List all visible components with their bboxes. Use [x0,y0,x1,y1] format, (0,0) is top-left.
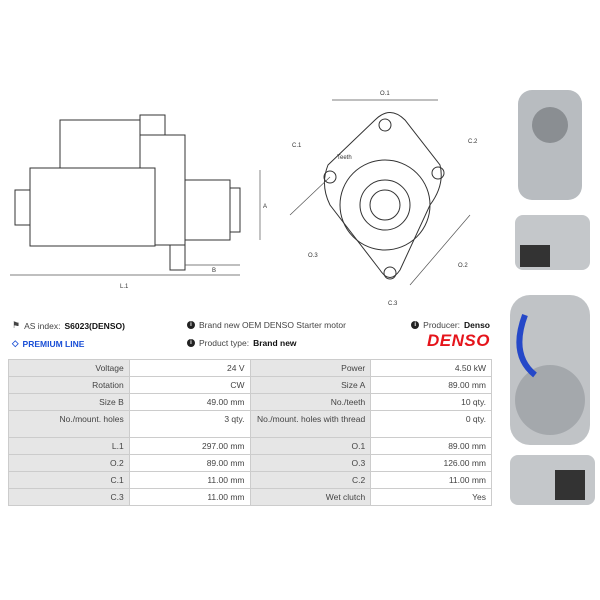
spec-label: Size B [8,393,130,411]
spec-label: C.2 [249,471,372,489]
spec-label: L.1 [8,437,130,455]
spec-label: O.2 [8,454,130,472]
spec-label: No./mount. holes with thread [249,410,372,438]
label-o2: O.2 [458,263,468,269]
spec-value: 89.00 mm [370,376,492,394]
spec-value: 3 qty. [128,410,251,438]
spec-label: Size A [249,376,372,394]
spec-value: 89.00 mm [128,454,251,472]
spec-value: 11.00 mm [128,471,251,489]
as-index: ⚑ AS index: S6023(DENSO) [12,320,125,331]
spec-label: No./mount. holes [8,410,130,438]
front-view-diagram: O.1 C.1 C.2 Teeth O.3 O.2 C.3 [289,91,478,307]
description: i Brand new OEM DENSO Starter motor [187,320,346,330]
label-l1: L.1 [120,284,129,290]
spec-value: 89.00 mm [370,437,492,455]
spec-value: CW [128,376,251,394]
spec-label: Rotation [8,376,130,394]
label-b: B [212,268,216,274]
premium-line-badge: ◇ PREMIUM LINE [12,338,85,349]
photo-side [515,215,590,270]
product-photos [510,90,595,505]
spec-value: 4.50 kW [370,359,492,377]
side-view-diagram: L.1 B A [10,114,267,290]
spec-value: 297.00 mm [128,437,251,455]
label-c1: C.1 [292,143,302,149]
info-icon: i [187,339,195,347]
spec-value: 24 V [128,359,251,377]
diamond-icon: ◇ [12,338,19,348]
spec-value: 0 qty. [370,410,492,438]
spec-value: 11.00 mm [128,488,251,506]
info-icon: i [411,321,420,329]
spec-label: No./teeth [249,393,372,411]
spec-label: Wet clutch [249,488,372,506]
spec-value: 11.00 mm [370,471,492,489]
spec-label: O.1 [249,437,372,455]
denso-logo: DENSO [427,331,490,350]
producer: i Producer: Denso [411,320,490,330]
label-c3: C.3 [388,301,398,307]
tags-icon: ⚑ [12,320,21,330]
label-o1: O.1 [380,91,390,97]
spec-value: 49.00 mm [128,393,251,411]
spec-label: Power [249,359,372,377]
product-type: i Product type: Brand new [187,338,297,348]
photo-front [518,90,582,200]
spec-label: C.1 [8,471,130,489]
spec-value: 10 qty. [370,393,492,411]
spec-label: Voltage [8,359,130,377]
spec-value: 126.00 mm [370,454,492,472]
photo-rear [510,295,590,445]
label-teeth: Teeth [337,155,352,161]
photo-side-2 [510,455,595,505]
spec-label: O.3 [249,454,372,472]
label-a: A [263,204,267,210]
label-c2: C.2 [468,139,478,145]
spec-label: C.3 [8,488,130,506]
info-icon: i [187,321,195,329]
spec-value: Yes [370,488,492,506]
label-o3: O.3 [308,253,318,259]
